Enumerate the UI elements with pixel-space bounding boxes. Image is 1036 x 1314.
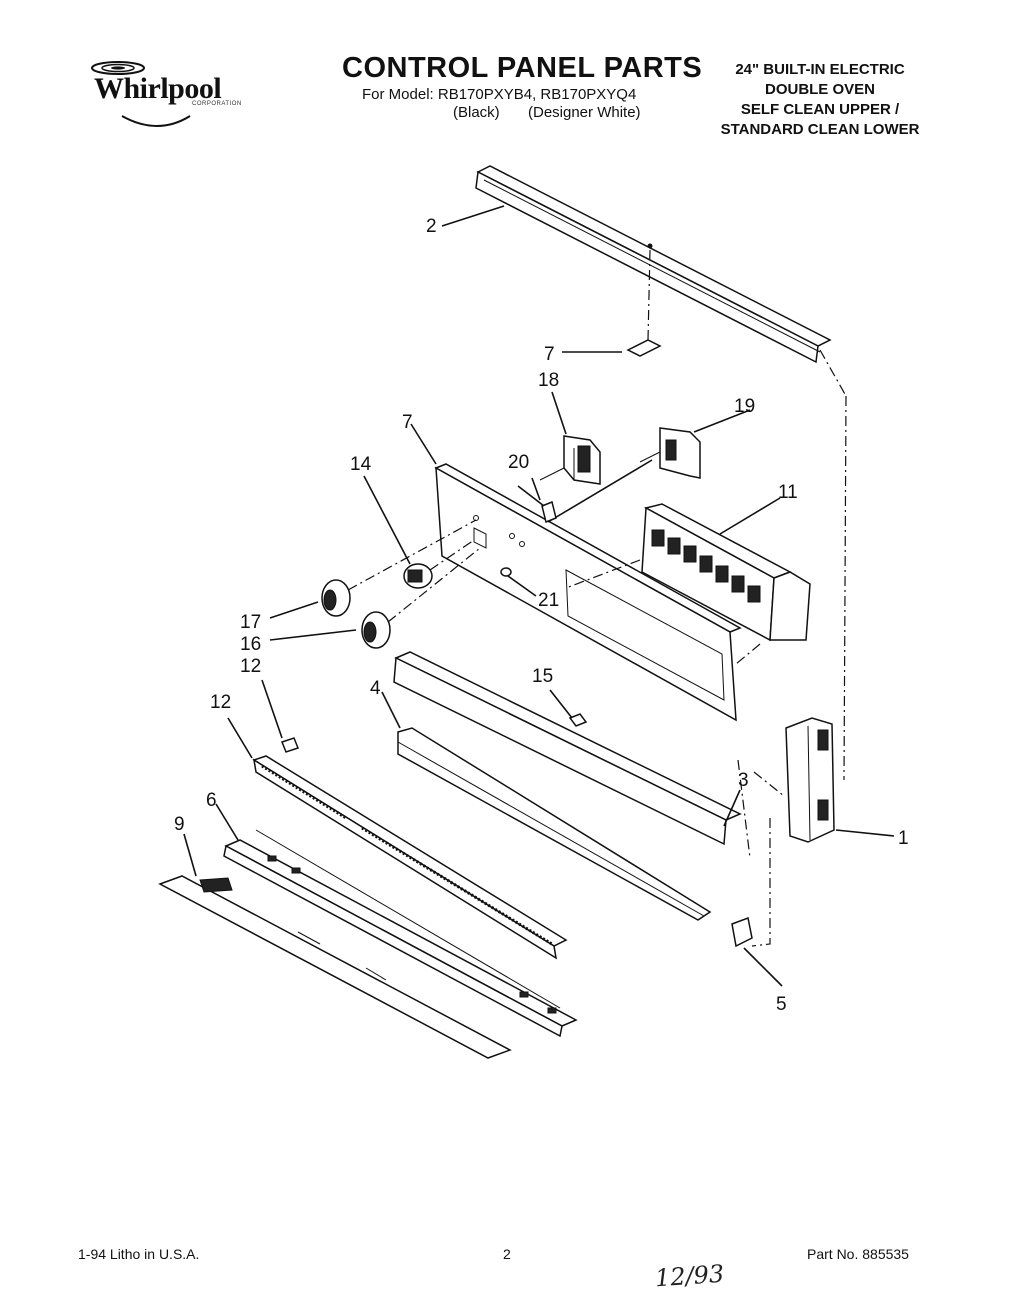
- part-14-knob: [403, 539, 475, 589]
- part-label: 17: [240, 612, 261, 633]
- part-8-clip: [626, 249, 662, 357]
- part-label: 18: [538, 370, 559, 391]
- product-line: STANDARD CLEAN LOWER: [720, 121, 920, 138]
- product-line: DOUBLE OVEN: [764, 81, 875, 98]
- part-7-control-panel: [434, 463, 742, 722]
- whirlpool-logo: Whirlpool CORPORATION: [78, 56, 258, 142]
- part-label: 9: [174, 814, 185, 835]
- swirl-logo-icon: [91, 61, 191, 127]
- part-label: 12: [210, 692, 231, 713]
- part-label: 16: [240, 634, 261, 655]
- part-label: 2: [426, 216, 437, 237]
- product-description: 24" BUILT-IN ELECTRIC DOUBLE OVEN SELF C…: [700, 60, 940, 140]
- variant-black: (Black): [453, 104, 500, 121]
- part-label: 1: [898, 828, 909, 849]
- product-line: 24" BUILT-IN ELECTRIC: [735, 61, 905, 78]
- product-line: SELF CLEAN UPPER /: [740, 101, 900, 118]
- part-11-clock-module: [565, 503, 811, 665]
- footer-litho: 1-94 Litho in U.S.A.: [78, 1246, 200, 1262]
- part-label: 15: [532, 666, 553, 687]
- part-13-clip: [281, 737, 299, 753]
- part-label: 7: [402, 412, 413, 433]
- part-label: 6: [206, 790, 217, 811]
- part-16-knob: [361, 547, 481, 649]
- variant-white: (Designer White): [528, 104, 641, 121]
- part-12-vent-strip: [252, 755, 568, 960]
- part-6-frame: [223, 829, 578, 1038]
- part-label: 12: [240, 656, 261, 677]
- part-number-labels: 2 7 18 19 7 14 20 11 21 17 16 12 15 4 12…: [174, 216, 909, 1015]
- part-15-clip: [568, 713, 588, 727]
- part-label: 7: [544, 344, 555, 365]
- part-4-lower-trim: [393, 651, 742, 921]
- part-label: 3: [738, 770, 749, 791]
- part-17-knob: [321, 519, 477, 617]
- part-label: 21: [538, 590, 559, 611]
- part-20-spacer: [517, 485, 557, 524]
- part-label: 4: [370, 678, 381, 699]
- part-label: 11: [778, 482, 798, 503]
- leader-lines: [183, 205, 895, 987]
- brand-subtitle: CORPORATION: [192, 101, 242, 107]
- footer-page-number: 2: [503, 1246, 511, 1262]
- part-19-thermostat: [547, 427, 701, 523]
- part-5-end-clip: [731, 916, 753, 948]
- part-label: 20: [508, 452, 529, 473]
- model-line: For Model: RB170PXYB4, RB170PXYQ4: [362, 86, 637, 103]
- brand-wordmark: Whirlpool: [94, 72, 222, 105]
- footer-part-number: Part No. 885535: [807, 1246, 909, 1262]
- part-18-switch: [539, 435, 601, 485]
- handwritten-date: 12/93: [654, 1259, 726, 1293]
- part-label: 19: [734, 396, 755, 417]
- part-1-side-bracket: [737, 349, 847, 947]
- page-title: CONTROL PANEL PARTS: [342, 52, 703, 84]
- part-2-top-trim: [475, 165, 832, 364]
- part-21-screw: [500, 567, 512, 577]
- part-label: 14: [350, 454, 372, 475]
- part-label: 5: [776, 994, 787, 1015]
- part-9-bottom-strip: [158, 875, 512, 1059]
